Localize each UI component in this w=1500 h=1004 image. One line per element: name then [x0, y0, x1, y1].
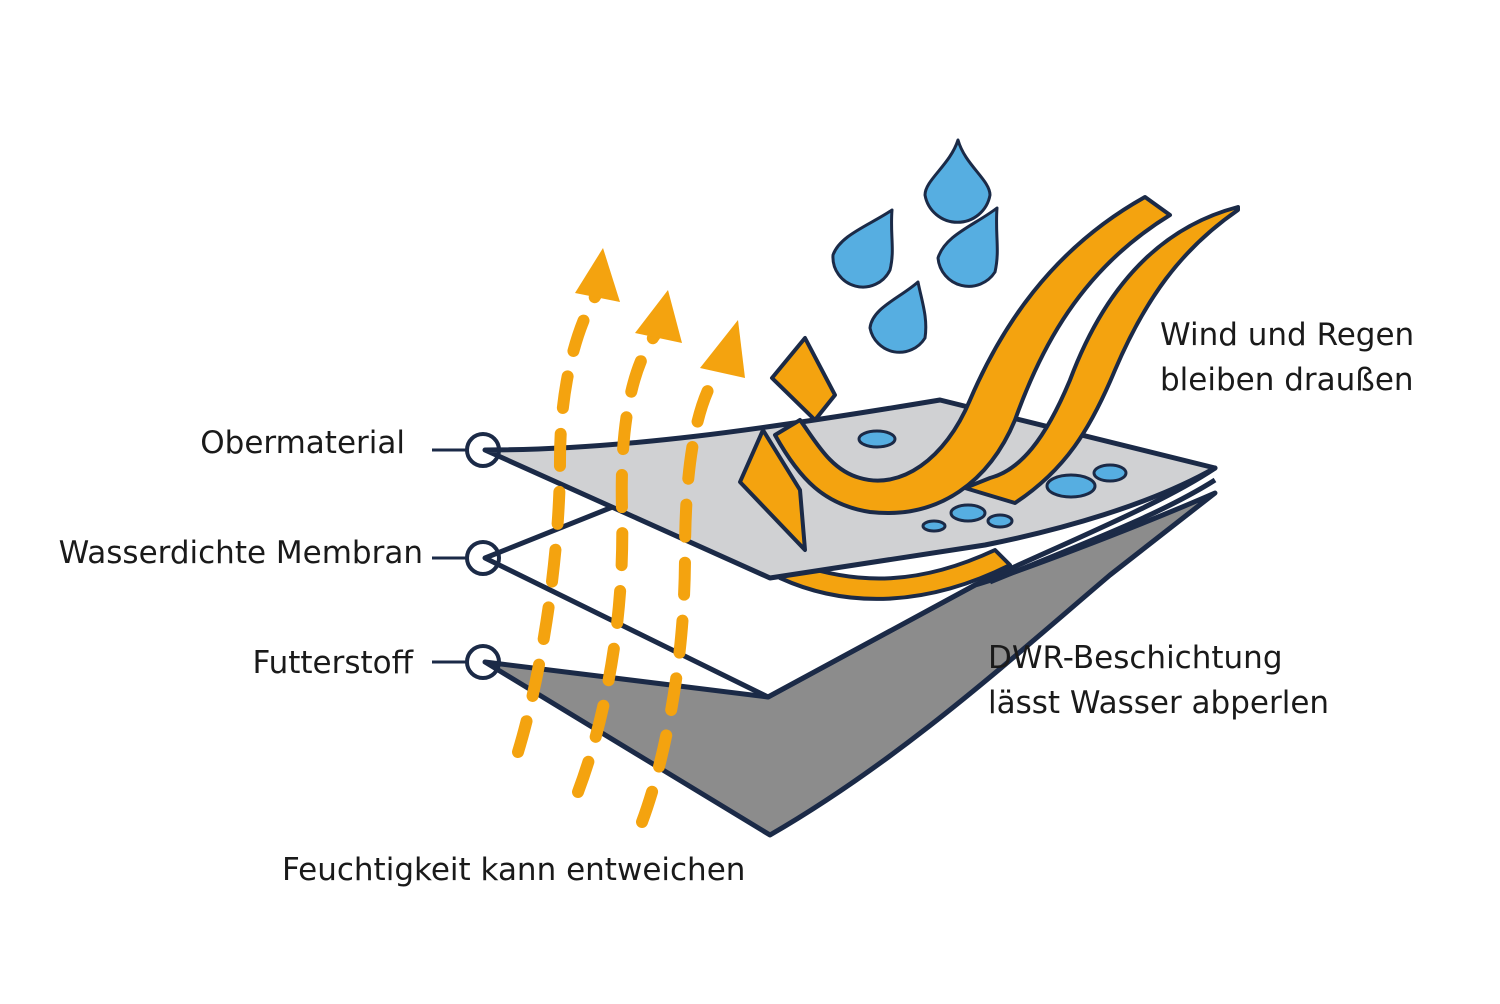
marker-lining: [465, 644, 501, 680]
arrowhead: [575, 248, 620, 302]
arrowhead: [700, 320, 745, 378]
wind-ribbon-left: [773, 195, 1172, 515]
layer-edge: [989, 477, 1217, 585]
moisture-arrow-path: [636, 366, 724, 828]
marker-outer: [465, 432, 501, 468]
raindrops: [831, 138, 999, 354]
wind-ribbon-tail: [770, 336, 837, 422]
raindrop: [868, 280, 928, 354]
moisture-arrows: [512, 289, 724, 828]
raindrop: [936, 206, 999, 288]
raindrop: [831, 208, 894, 289]
label-waterproof-membrane: Wasserdichte Membran: [58, 535, 423, 571]
label-dwr-line2: lässt Wasser abperlen: [988, 685, 1330, 721]
label-dwr-line1: DWR-Beschichtung: [988, 640, 1283, 676]
marker-membrane: [465, 540, 501, 576]
water-bead: [949, 503, 987, 523]
water-bead: [1045, 473, 1097, 499]
moisture-arrowheads: [575, 248, 745, 378]
label-lining: Futterstoff: [252, 645, 413, 681]
label-outer-material: Obermaterial: [200, 425, 405, 461]
raindrop: [923, 138, 992, 224]
label-wind-rain-line2: bleiben draußen: [1160, 362, 1414, 398]
moisture-arrow-path: [572, 329, 661, 798]
leader-lines: [432, 432, 501, 680]
water-bead: [1092, 463, 1128, 483]
label-moisture: Feuchtigkeit kann entweichen: [282, 852, 746, 888]
wind-ribbon-tail: [738, 428, 807, 552]
water-beads: [857, 429, 1128, 533]
label-wind-rain-line1: Wind und Regen: [1160, 317, 1415, 353]
water-bead: [921, 519, 947, 533]
wind-ribbon-lower: [778, 548, 1012, 601]
water-bead: [857, 429, 897, 449]
water-bead: [986, 513, 1014, 529]
moisture-arrow-path: [512, 289, 602, 758]
arrowhead: [635, 290, 682, 343]
wind-ribbon-right: [963, 205, 1240, 505]
